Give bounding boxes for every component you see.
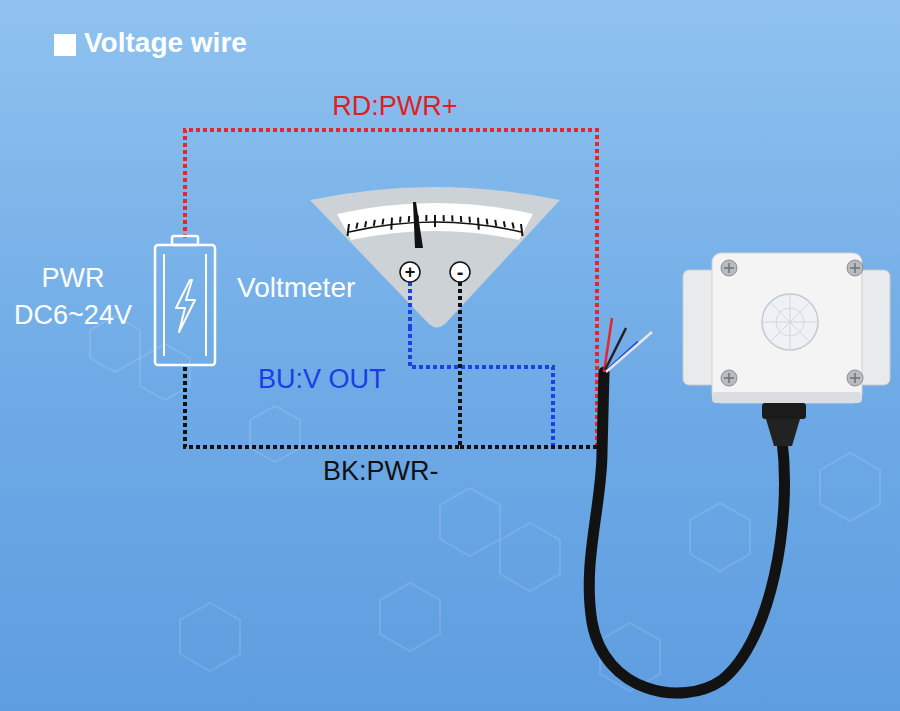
dial-ticks [348, 215, 523, 236]
power-label: PWR DC6~24V [2, 260, 144, 334]
lightning-bolt [176, 280, 195, 332]
hexagon [180, 603, 240, 671]
sensor-housing [683, 253, 890, 446]
pir-facets [762, 294, 818, 350]
gland-nut [766, 419, 800, 446]
wire-label: BK:PWR- [323, 456, 439, 487]
housing-base [712, 392, 862, 403]
battery-cap [172, 236, 198, 245]
housing-body [712, 253, 862, 403]
terminal-sign: + [400, 262, 420, 282]
diagram-title: Voltage wire [84, 27, 247, 59]
meter-case [310, 187, 560, 328]
hexagon [820, 453, 880, 521]
ground-wire [185, 328, 460, 447]
terminal-sign: - [450, 262, 470, 282]
wire-label: BU:V OUT [258, 364, 386, 395]
hexagon [380, 583, 440, 651]
needle [413, 202, 423, 248]
node-outline [152, 234, 218, 367]
minus-lead [458, 282, 462, 328]
cable [589, 372, 784, 693]
hexagon [690, 503, 750, 571]
screw-slots [724, 263, 860, 383]
node-outline [305, 180, 565, 328]
blue-wire [410, 327, 553, 447]
wire-label: RD:PWR+ [332, 91, 457, 122]
plus-lead [408, 282, 412, 328]
red-wire [185, 130, 597, 447]
hexagon [440, 488, 500, 556]
battery-inner-lines [164, 254, 206, 356]
hexagon [500, 523, 560, 591]
pir-facet-ring [776, 308, 804, 336]
cable-gland [762, 403, 806, 419]
battery-body [155, 245, 215, 365]
voltmeter-symbol: Voltmeter+- [305, 180, 565, 328]
dial-arc [349, 222, 521, 232]
black-wire [460, 445, 600, 449]
dial-face [337, 203, 533, 240]
terminal [400, 262, 420, 282]
hexagon [250, 406, 300, 462]
voltmeter-label: Voltmeter [237, 272, 355, 304]
pir-dome [762, 294, 818, 350]
white-lead [606, 332, 652, 372]
title-square [54, 34, 76, 56]
battery-symbol: PWR DC6~24V [152, 234, 218, 367]
terminal [450, 262, 470, 282]
